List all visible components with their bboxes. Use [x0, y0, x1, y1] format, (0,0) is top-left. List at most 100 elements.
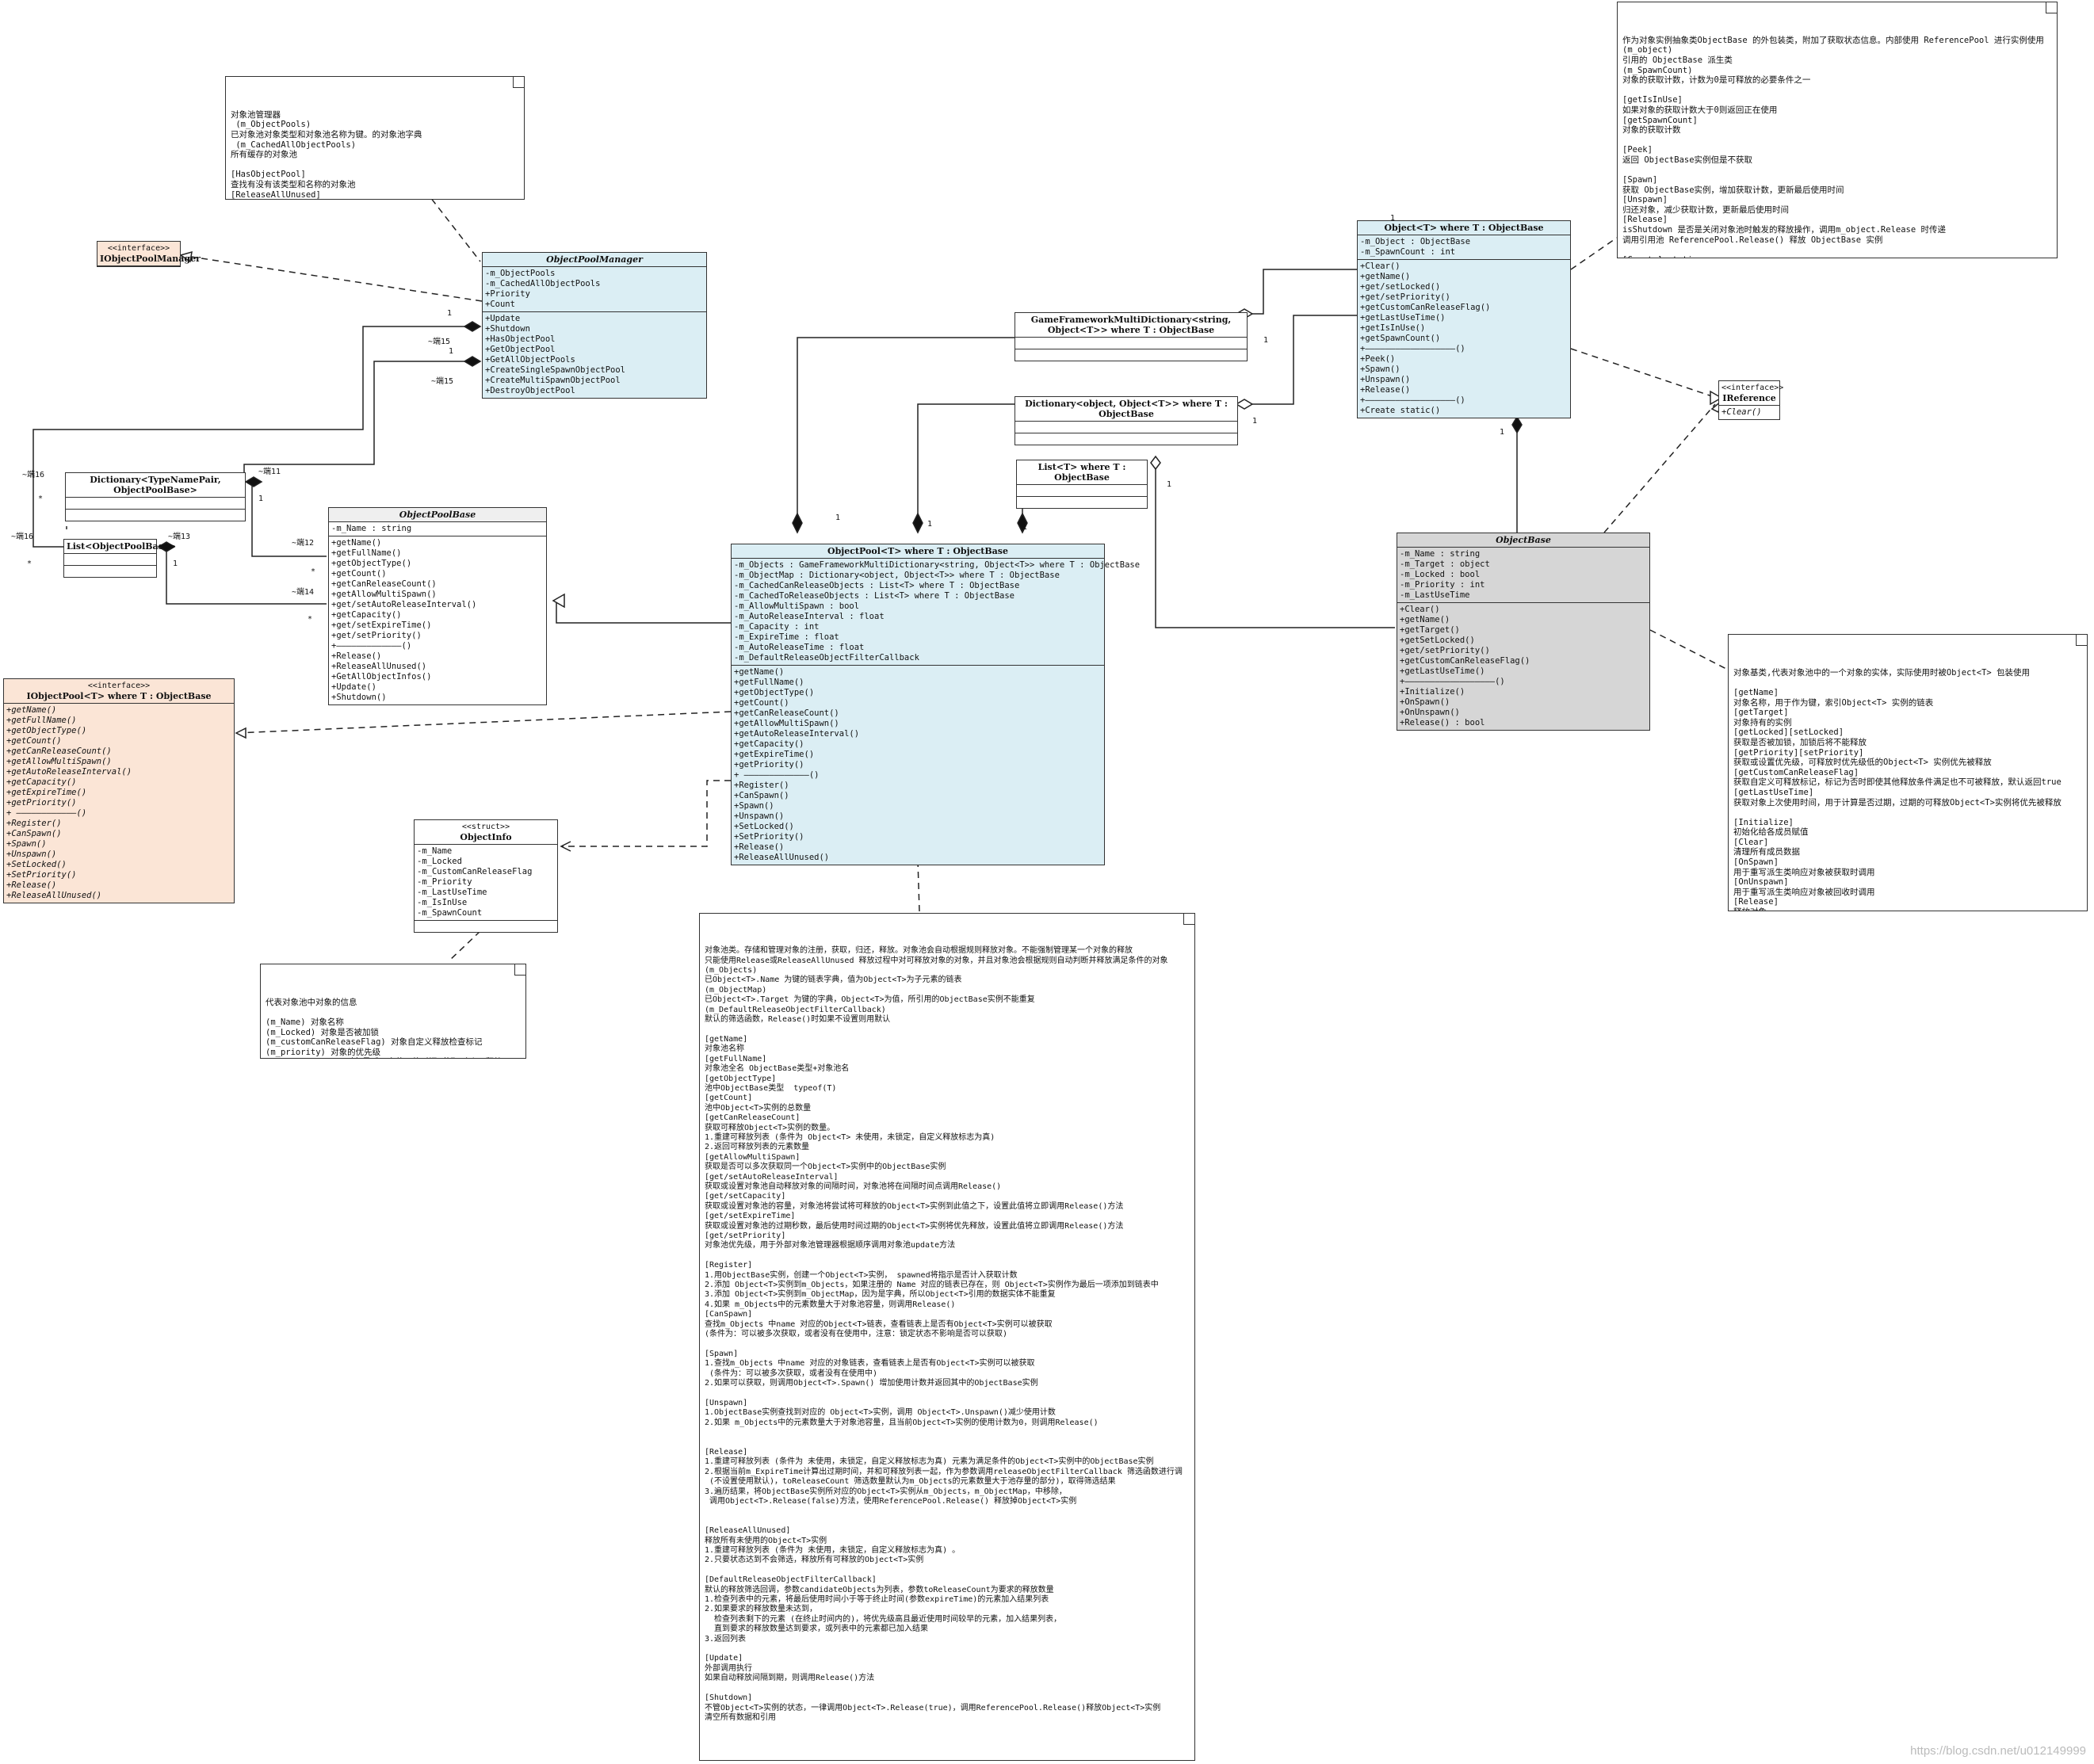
class-name: List<T> where T : ObjectBase — [1037, 462, 1126, 483]
member-item: +getName() — [331, 538, 382, 548]
multiplicity-label: 1 — [447, 309, 453, 318]
class-header: <<interface>> IReference — [1719, 381, 1783, 406]
member-item: +Spawn() — [734, 801, 774, 811]
member-item: -m_Name — [417, 846, 453, 856]
member-item: +get/setLocked() — [1360, 282, 1441, 292]
member-item: +Unspawn() — [6, 850, 57, 859]
multiplicity-label: * — [308, 615, 313, 624]
note-objectpool: 对象池类。存储和管理对象的注册，获取，归还，释放。对象池会自动根据规则释放对象。… — [699, 913, 1195, 1761]
class-header: List<ObjectPoolBase> — [64, 540, 176, 554]
note-objectbase: 对象基类,代表对象池中的一个对象的实体，实际使用时被Object<T> 包装使用… — [1728, 634, 2088, 911]
fields-section: -m_Name : string — [329, 522, 546, 536]
class-iobjectpoolmanager[interactable]: <<interface>> IObjectPoolManager — [97, 241, 201, 267]
member-item: +get/setPriority() — [1360, 292, 1450, 302]
member-item: +Register() — [734, 781, 789, 790]
member-item: +CanSpawn() — [6, 829, 62, 838]
class-iobjectpool[interactable]: <<interface>> IObjectPool<T> where T : O… — [3, 678, 235, 903]
stereotype-label: <<interface>> — [87, 682, 151, 690]
member-item: +—————————————() — [331, 641, 412, 651]
member-item: -m_Locked — [417, 857, 462, 866]
member-item: +getExpireTime() — [6, 788, 87, 797]
class-objectpool[interactable]: ObjectPool<T> where T : ObjectBase -m_Ob… — [731, 544, 1140, 865]
class-name: IObjectPoolManager — [100, 254, 201, 264]
member-item: +getLastUseTime() — [1400, 666, 1485, 676]
fields-section: -m_ObjectPools-m_CachedAllObjectPools+Pr… — [483, 267, 706, 312]
class-objectbase[interactable]: ObjectBase -m_Name : string-m_Target : o… — [1397, 533, 1650, 731]
member-item: +getCapacity() — [6, 777, 77, 787]
role-label: ~端15 — [431, 377, 454, 386]
class-list-t[interactable]: List<T> where T : ObjectBase — [1016, 460, 1148, 509]
methods-section — [415, 921, 557, 932]
member-item: +getName() — [6, 705, 57, 715]
member-item: +SetPriority() — [6, 870, 77, 880]
multiplicity-label: 1 — [1022, 523, 1028, 532]
diamond-head — [792, 512, 803, 534]
member-item: +getObjectType() — [331, 559, 412, 568]
member-item: +getSpawnCount() — [1360, 334, 1441, 343]
note-connector — [424, 189, 481, 262]
member-item: +DestroyObjectPool — [485, 386, 575, 395]
member-item: +ReleaseAllUnused() — [331, 662, 427, 671]
member-item: +Release() : bool — [1400, 718, 1485, 727]
class-name: ObjectPoolManager — [546, 254, 643, 265]
methods-section — [1015, 433, 1237, 445]
methods-section: +Clear()+getName()+get/setLocked()+get/s… — [1358, 260, 1570, 418]
member-item: -m_AutoReleaseInterval : float — [734, 612, 885, 621]
member-item: -m_SpawnCount : int — [1360, 247, 1456, 257]
multiplicity-label: * — [38, 494, 44, 503]
member-item: +Release() — [1360, 385, 1411, 395]
note-connector — [917, 860, 920, 912]
member-item: -m_Locked : bool — [1400, 570, 1481, 579]
fields-section — [64, 554, 156, 566]
class-objectinfo[interactable]: <<struct>> ObjectInfo -m_Name-m_Locked-m… — [414, 819, 558, 933]
member-item: +SetLocked() — [734, 822, 794, 831]
multiplicity-label: * — [27, 559, 32, 568]
class-ireference[interactable]: <<interface>> IReference +Clear() — [1718, 380, 1783, 420]
member-item: +Clear() — [1360, 262, 1400, 271]
class-name: ObjectPool<T> where T : ObjectBase — [827, 546, 1008, 556]
class-object-t[interactable]: Object<T> where T : ObjectBase -m_Object… — [1357, 220, 1571, 418]
member-item: +Shutdown() — [331, 693, 387, 702]
class-name: Object<T> where T : ObjectBase — [1384, 223, 1544, 233]
member-item: +Release() — [734, 842, 785, 852]
member-item: +getCanReleaseCount() — [331, 579, 437, 589]
member-item: +getFullName() — [734, 678, 804, 687]
class-dictionary-typenamepair[interactable]: Dictionary<TypeNamePair, ObjectPoolBase> — [65, 472, 246, 521]
member-item: +getExpireTime() — [734, 750, 815, 759]
class-objectpoolmanager[interactable]: ObjectPoolManager -m_ObjectPools-m_Cache… — [482, 252, 707, 399]
member-item: -m_CachedAllObjectPools — [485, 279, 601, 288]
member-item: +Create static() — [1360, 406, 1441, 415]
aggregation-line — [1252, 315, 1357, 405]
member-item: +getCount() — [6, 736, 62, 746]
class-header: ObjectPoolManager — [483, 253, 706, 267]
methods-section — [64, 566, 156, 577]
class-gfmultidictionary[interactable]: GameFrameworkMultiDictionary<string, Obj… — [1015, 312, 1248, 361]
multiplicity-label: 1 — [258, 494, 264, 503]
note-corner — [513, 77, 524, 88]
class-name: ObjectPoolBase — [399, 510, 476, 520]
note-text: 代表对象池中对象的信息 (m_Name) 对象名称 (m_Locked) 对象是… — [266, 997, 507, 1058]
member-item: +getAllowMultiSpawn() — [734, 719, 839, 728]
member-item: +getFullName() — [6, 716, 77, 725]
member-item: +SetPriority() — [734, 832, 804, 842]
class-dictionary-object[interactable]: Dictionary<object, Object<T>> where T : … — [1015, 396, 1238, 445]
member-item: +Update() — [331, 682, 376, 692]
multiplicity-label: 1 — [449, 347, 454, 356]
class-header: Dictionary<TypeNamePair, ObjectPoolBase> — [66, 473, 245, 498]
member-item: + ————————————() — [6, 808, 87, 818]
member-item: +Register() — [6, 819, 62, 828]
fields-section: -m_Name-m_Locked-m_CustomCanReleaseFlag-… — [415, 845, 557, 921]
note-corner — [514, 964, 525, 976]
note-corner — [1183, 914, 1194, 925]
fields-section: -m_Objects : GameFrameworkMultiDictionar… — [732, 559, 1140, 666]
note-text: 作为对象实例抽象类ObjectBase 的外包装类，附加了获取状态信息。内部使用… — [1622, 35, 2044, 258]
member-item: +Release() — [331, 651, 382, 661]
class-header: Object<T> where T : ObjectBase — [1358, 221, 1570, 235]
note-object-t: 作为对象实例抽象类ObjectBase 的外包装类，附加了获取状态信息。内部使用… — [1617, 2, 2058, 258]
role-label: ~端16 — [11, 533, 34, 541]
class-list-objectpoolbase[interactable]: List<ObjectPoolBase> — [63, 539, 176, 578]
member-item: +getName() — [1400, 615, 1450, 624]
class-objectpoolbase[interactable]: ObjectPoolBase -m_Name : string +getName… — [328, 507, 547, 705]
member-item: +get/setAutoReleaseInterval() — [331, 600, 477, 609]
multiplicity-label: 1 — [1263, 336, 1269, 345]
